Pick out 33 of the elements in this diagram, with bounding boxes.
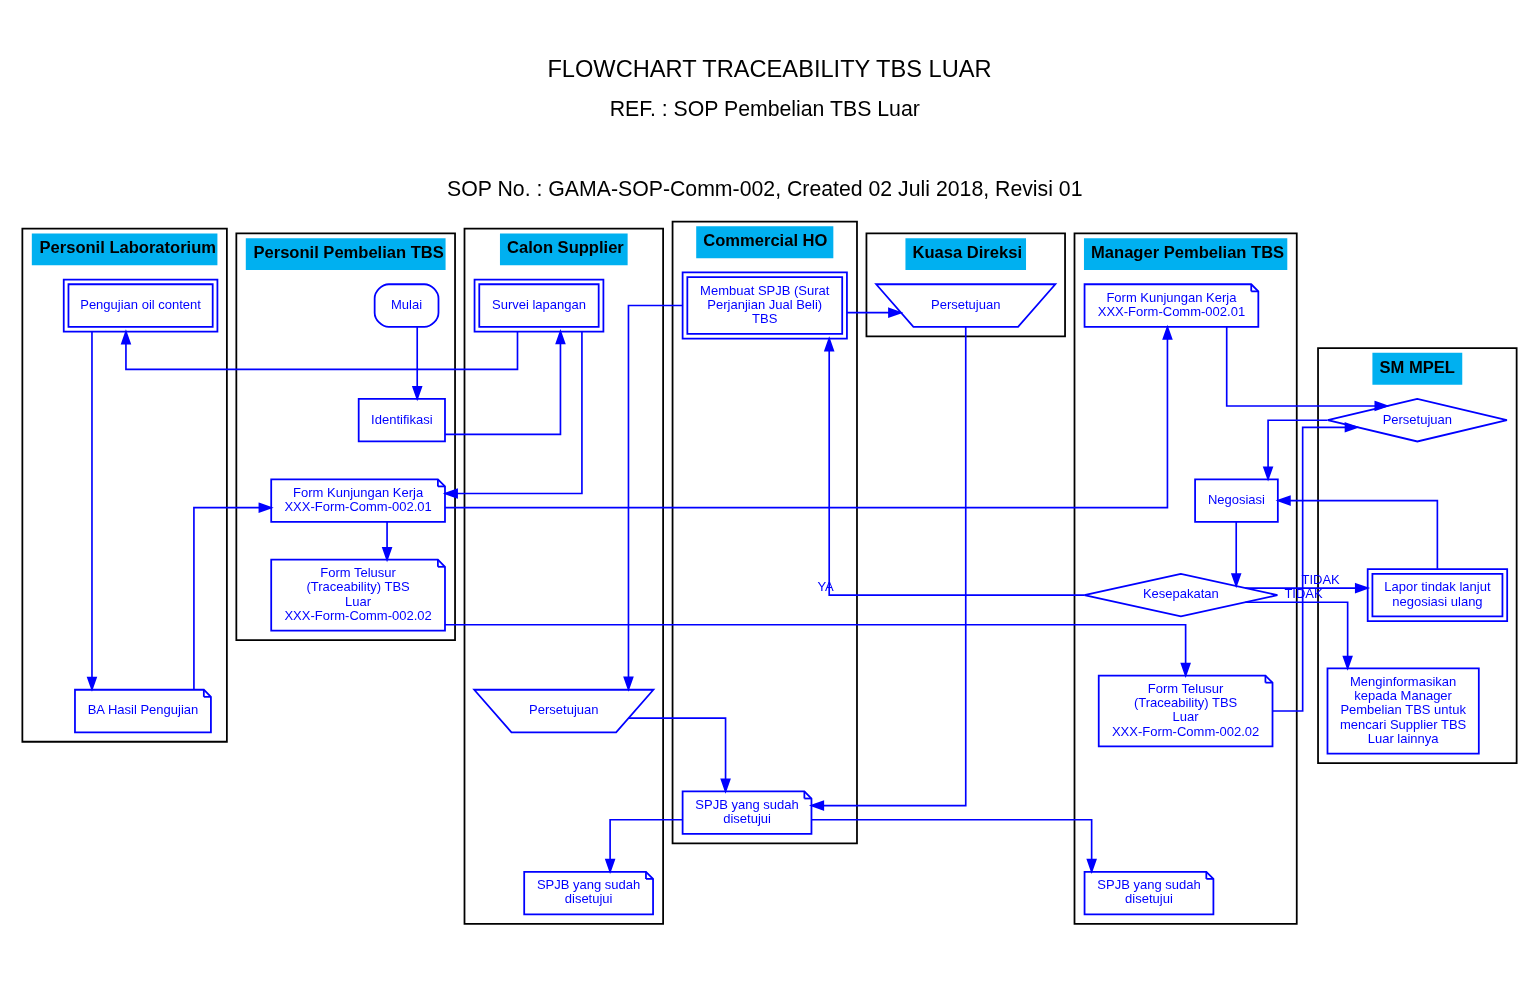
arrow xyxy=(1225,326,1390,412)
node-box: Lapor tindak lanjut negosiasi ulang xyxy=(1366,568,1509,623)
node-box: Mulai xyxy=(373,283,440,328)
node-box: Survei lapangan xyxy=(473,278,605,333)
arrow xyxy=(444,623,1191,678)
node-box: Identifikasi xyxy=(357,398,446,443)
node-box: Pengujian oil content xyxy=(62,278,219,333)
arrow xyxy=(411,326,423,402)
arrow xyxy=(120,329,519,371)
arrow xyxy=(811,818,1097,874)
arrow xyxy=(846,307,904,318)
node-box: Membuat SPJB (Surat Perjanjian Jual Beli) TBS xyxy=(681,271,848,340)
arrow xyxy=(823,336,1086,596)
label: REF. : SOP Pembelian TBS Luar xyxy=(609,96,920,121)
arrow xyxy=(1230,521,1242,589)
arrow xyxy=(1262,419,1329,482)
arrow xyxy=(627,717,731,794)
label: SOP No. : GAMA-SOP-Comm-002, Created 02 Juli 2018, Revisi 01 xyxy=(447,177,1083,202)
arrow xyxy=(444,324,1173,509)
arrow xyxy=(623,304,684,692)
arrow xyxy=(381,521,393,563)
arrow xyxy=(193,502,274,691)
arrow xyxy=(86,331,98,692)
diagram-title: FLOWCHART TRACEABILITY TBS LUAR xyxy=(547,56,992,83)
node-box: Negosiasi xyxy=(1194,478,1279,523)
arrow xyxy=(444,329,566,436)
arrow xyxy=(1275,495,1439,570)
arrow xyxy=(604,818,684,874)
node-box: Menginformasikan kepada Manager Pembelian TBS untuk mencari Supplier TBS Luar lainnya xyxy=(1326,667,1480,755)
arrow xyxy=(808,326,967,811)
arrow xyxy=(1244,601,1353,671)
arrow xyxy=(442,330,583,499)
arrow xyxy=(1271,422,1360,712)
